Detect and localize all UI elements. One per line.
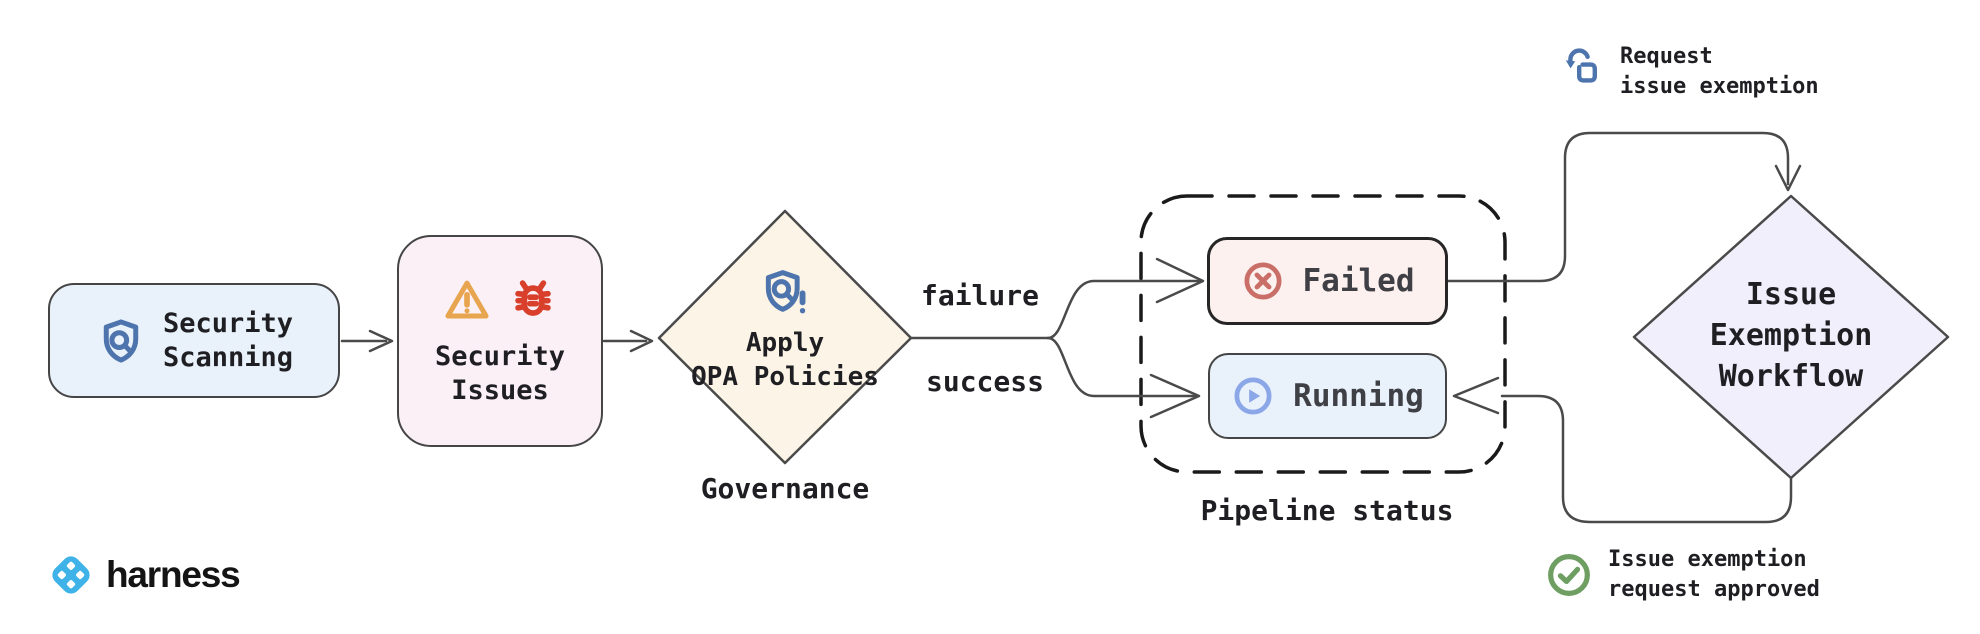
governance-caption: Governance (700, 472, 870, 505)
security-scanning-label: Security Scanning (162, 307, 294, 373)
harness-wordmark: harness (106, 554, 241, 595)
tap-request-icon (1558, 42, 1606, 90)
pipeline-group-outline (1139, 194, 1507, 474)
security-issues-node: Security Issues (397, 235, 603, 447)
failure-edge-label: failure (920, 279, 1039, 312)
success-edge-label: success (925, 365, 1044, 398)
edge-issues-to-opa-arrowhead (629, 329, 654, 353)
harness-logo-icon (46, 550, 96, 600)
warning-triangle-icon (441, 274, 493, 326)
edge-failed-to-workflow-arrowhead (1774, 164, 1802, 192)
edge-workflow-to-running (1500, 394, 1793, 524)
request-exemption-text: Request issue exemption (1620, 44, 1819, 99)
edge-failed-to-workflow (1446, 131, 1790, 283)
apply-opa-policies-label: Apply OPA Policies (691, 328, 879, 392)
circle-play-icon (1231, 374, 1275, 418)
security-issues-label: Security Issues (434, 341, 566, 406)
running-status-label: Running (1293, 377, 1424, 414)
harness-brand: harness (46, 550, 241, 600)
edge-scan-to-issues-arrowhead (368, 329, 394, 353)
edge-success-arrowhead (1149, 373, 1201, 419)
security-scanning-node: Security Scanning (48, 283, 340, 398)
opa-diamond-shape (657, 209, 913, 465)
issue-exemption-workflow-label: Issue Exemption Workflow (1709, 277, 1873, 395)
edge-failure-branch (1046, 279, 1202, 340)
failed-status-label: Failed (1302, 262, 1415, 299)
bug-icon (507, 274, 559, 326)
shield-search-alert-icon (758, 246, 812, 314)
circle-check-icon (1544, 550, 1594, 600)
request-approved-annotation: Issue exemption request approved (1544, 545, 1820, 604)
edge-success-branch (1046, 336, 1198, 398)
request-exemption-annotation: Request issue exemption (1558, 42, 1819, 101)
running-status-node: Running (1208, 353, 1447, 439)
circle-x-icon (1241, 259, 1285, 303)
pipeline-status-caption: Pipeline status (1200, 494, 1454, 527)
shield-search-icon (95, 315, 147, 367)
security-issues-icons (441, 274, 559, 326)
request-approved-text: Issue exemption request approved (1608, 547, 1820, 602)
edge-workflow-to-running-arrowhead (1452, 376, 1500, 415)
edge-failure-arrowhead (1155, 257, 1205, 304)
failed-status-node: Failed (1207, 237, 1448, 325)
